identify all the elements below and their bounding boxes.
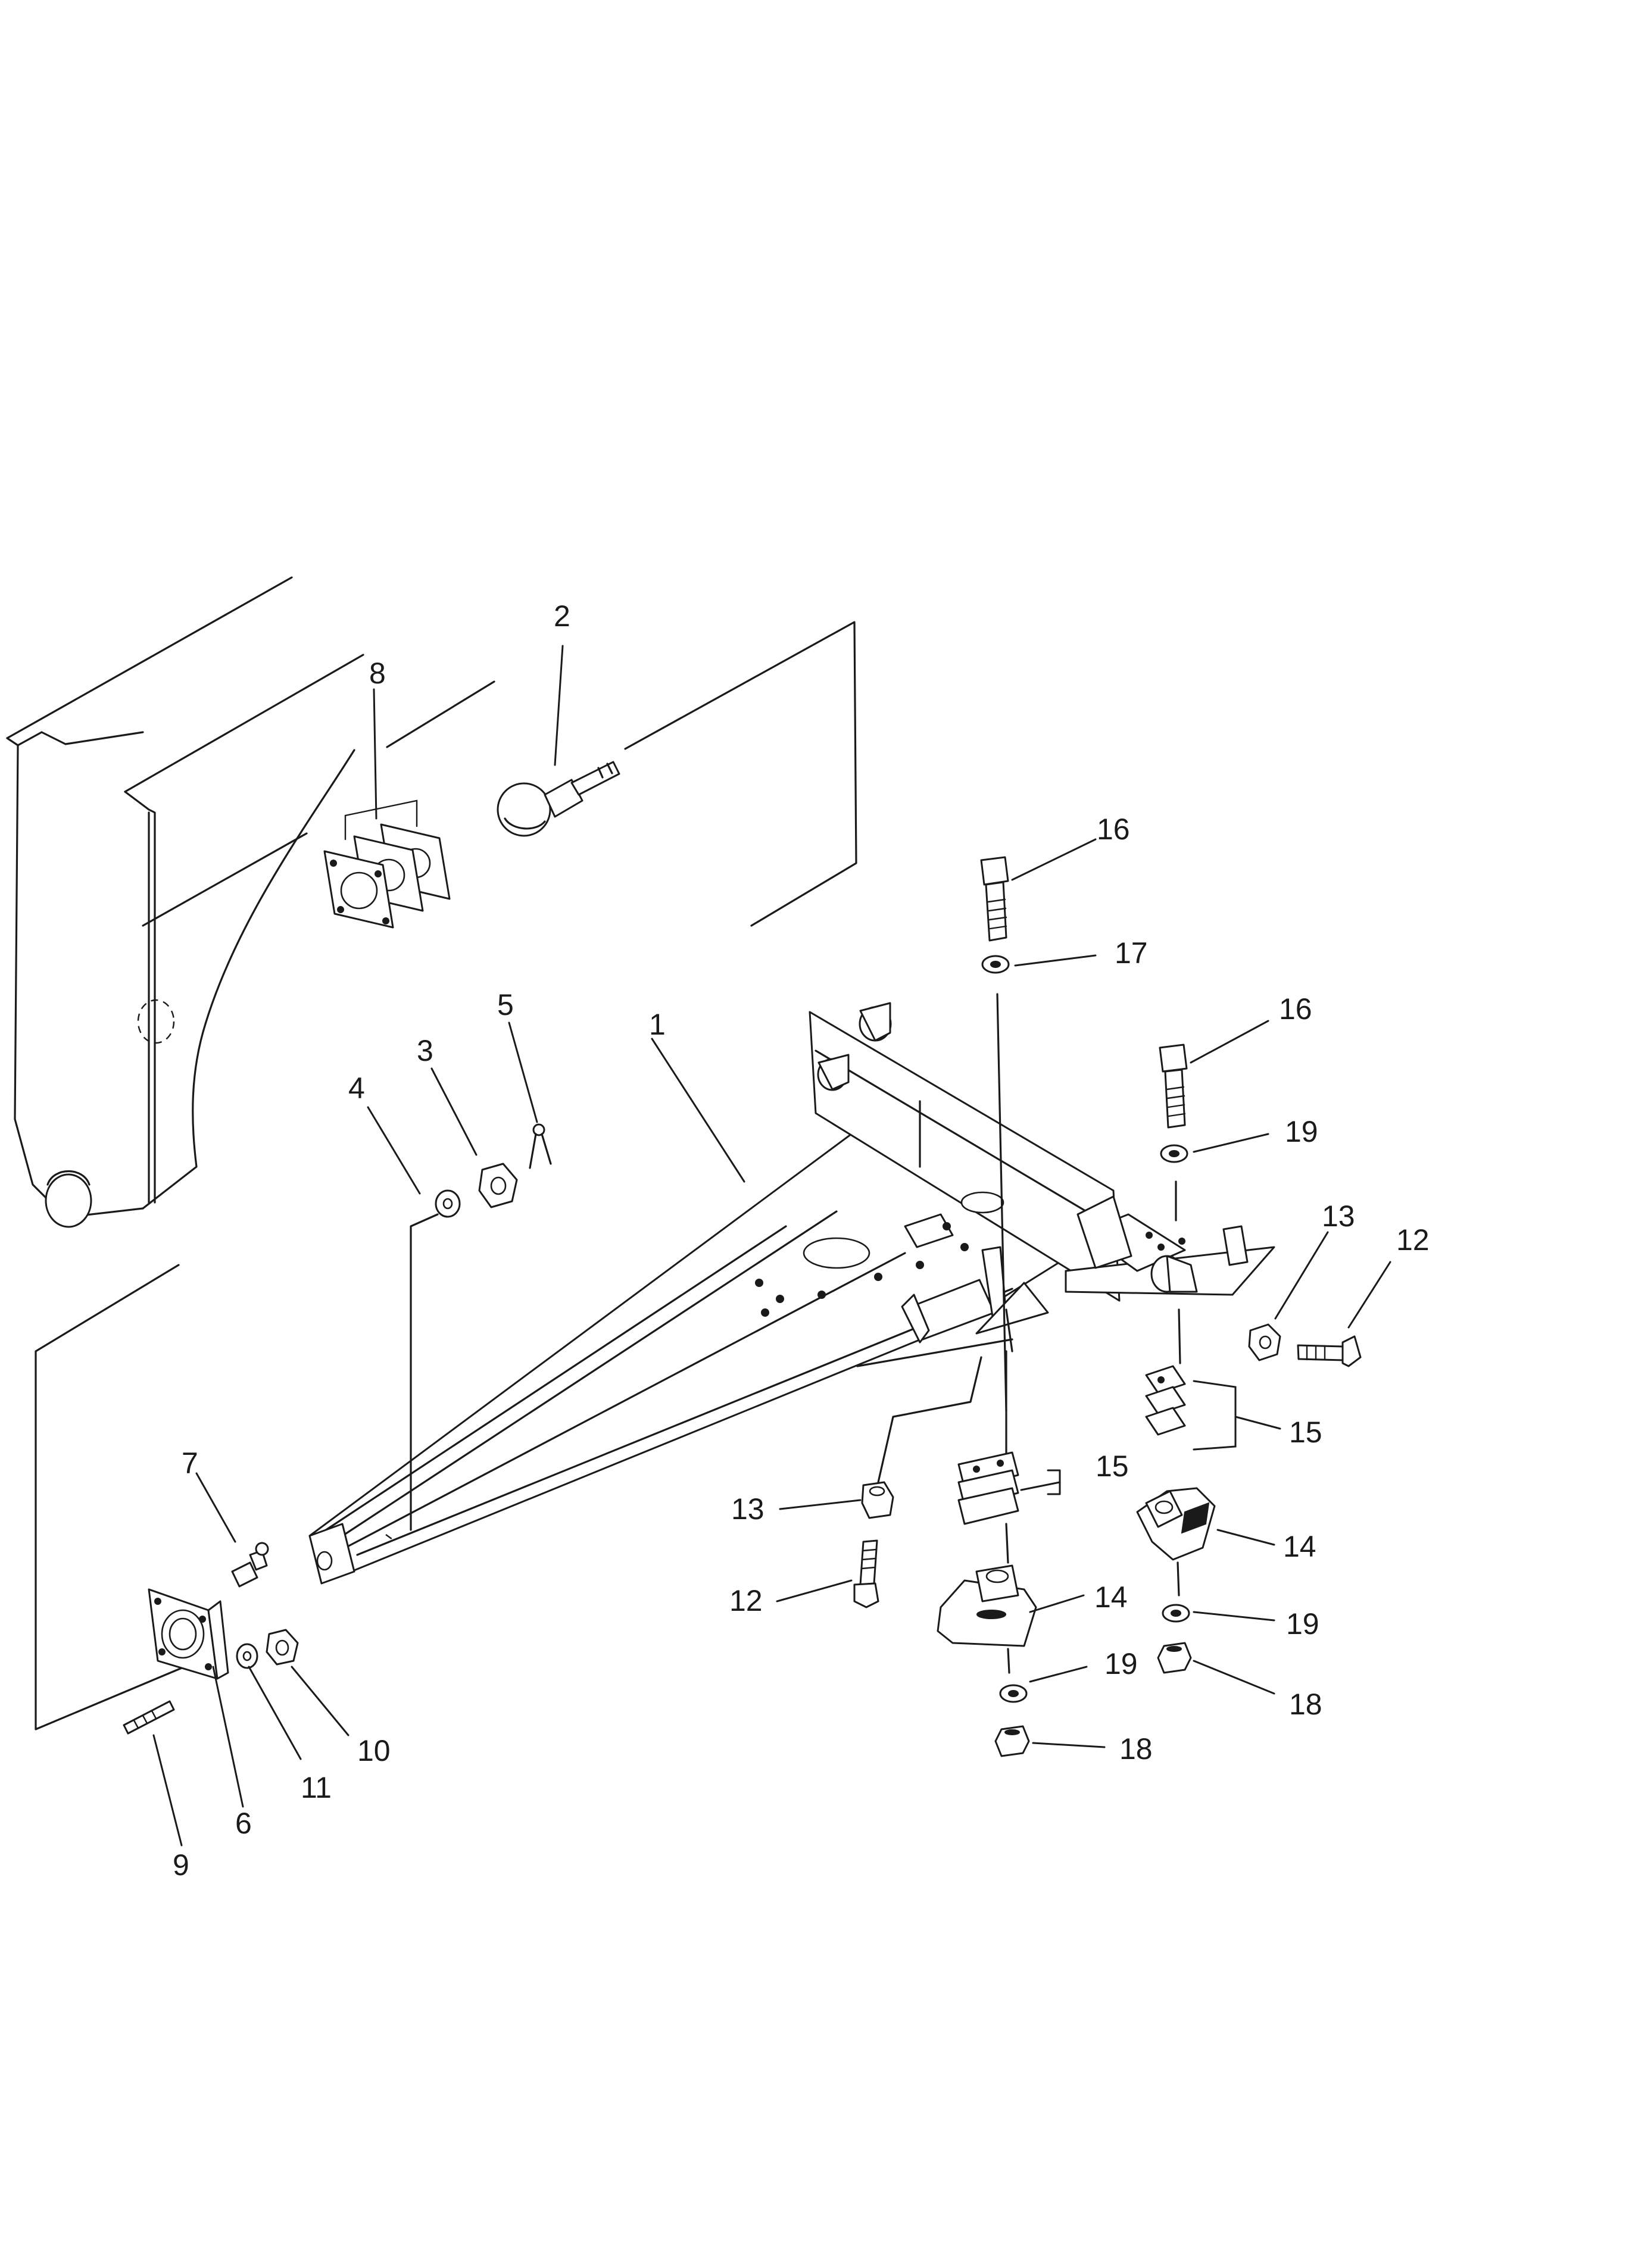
washer-19-right — [1162, 1604, 1190, 1623]
callout-9: 9 — [173, 1848, 189, 1882]
nut-3 — [478, 1163, 518, 1208]
center-guide-line-b — [1005, 1308, 1013, 1460]
callout-labels: 1 2 3 4 5 6 7 8 9 10 11 12 12 13 13 14 1… — [173, 599, 1430, 1882]
washer-19-right-top — [1160, 1144, 1188, 1163]
washer-guide-line — [410, 1213, 439, 1531]
tractor-body-outline — [6, 576, 495, 1228]
callout-14-center: 14 — [1094, 1580, 1128, 1614]
bolt-12-right — [1297, 1335, 1362, 1367]
bolt-16-right — [1159, 1044, 1188, 1129]
nut-18-right — [1157, 1642, 1192, 1674]
callout-15-center: 15 — [1096, 1449, 1129, 1483]
callout-19-top: 19 — [1285, 1115, 1318, 1148]
grease-fitting-7 — [231, 1542, 269, 1588]
flange-6 — [148, 1588, 229, 1680]
callout-19-center: 19 — [1104, 1647, 1138, 1680]
center-guide-line-d — [1007, 1648, 1010, 1674]
washer-19-center — [999, 1684, 1028, 1703]
callout-5: 5 — [497, 988, 514, 1021]
callout-2: 2 — [554, 599, 570, 633]
callout-11: 11 — [301, 1771, 332, 1804]
callout-3: 3 — [417, 1034, 433, 1067]
stud-9 — [123, 1700, 175, 1735]
ball-joint-2 — [497, 761, 620, 837]
bolt-16-center — [980, 856, 1009, 942]
side-cover-outline — [35, 1264, 186, 1730]
callout-10: 10 — [357, 1734, 391, 1767]
callout-14-right: 14 — [1283, 1530, 1316, 1563]
nut-18-center — [994, 1725, 1030, 1757]
shims-15-right — [1145, 1365, 1186, 1436]
washer-11 — [236, 1643, 258, 1669]
right-guide-line-b — [1178, 1308, 1181, 1364]
a-frame-1 — [308, 1002, 1275, 1585]
callout-4: 4 — [348, 1071, 365, 1105]
callout-18-center: 18 — [1119, 1732, 1153, 1766]
callout-19-right: 19 — [1286, 1607, 1319, 1641]
shims-15-center — [957, 1451, 1019, 1525]
callout-8: 8 — [369, 657, 386, 690]
center-guide-line-a — [996, 993, 1007, 1412]
callout-16-right: 16 — [1279, 992, 1312, 1026]
nut-13-guide-line — [877, 1356, 982, 1483]
right-guide-line-c — [1177, 1561, 1180, 1597]
nut-10 — [266, 1629, 299, 1666]
pin-guide-lines — [624, 621, 857, 927]
center-guide-line-c — [1005, 1523, 1009, 1564]
washer-17 — [981, 955, 1010, 974]
callout-6: 6 — [235, 1807, 252, 1840]
cotter-pin-5 — [529, 1123, 552, 1169]
callout-17: 17 — [1115, 936, 1148, 970]
bracket-14-center — [937, 1564, 1037, 1647]
leader-lines — [152, 645, 1391, 1847]
callout-7: 7 — [182, 1447, 198, 1480]
bracket-14-right — [1136, 1487, 1216, 1561]
callout-15-right: 15 — [1289, 1416, 1322, 1449]
callout-13-right: 13 — [1322, 1199, 1355, 1233]
callout-16-top: 16 — [1097, 813, 1130, 846]
callout-13-center: 13 — [731, 1492, 764, 1526]
callout-12-center: 12 — [729, 1584, 763, 1617]
shim-plates-8 — [323, 799, 451, 929]
callout-18-right: 18 — [1289, 1688, 1322, 1721]
nut-13-center — [861, 1481, 894, 1519]
callout-1: 1 — [649, 1008, 666, 1041]
washer-4 — [435, 1189, 461, 1218]
nut-13-right — [1248, 1323, 1281, 1361]
bolt-12-center — [853, 1539, 879, 1608]
callout-12-right: 12 — [1396, 1223, 1430, 1257]
